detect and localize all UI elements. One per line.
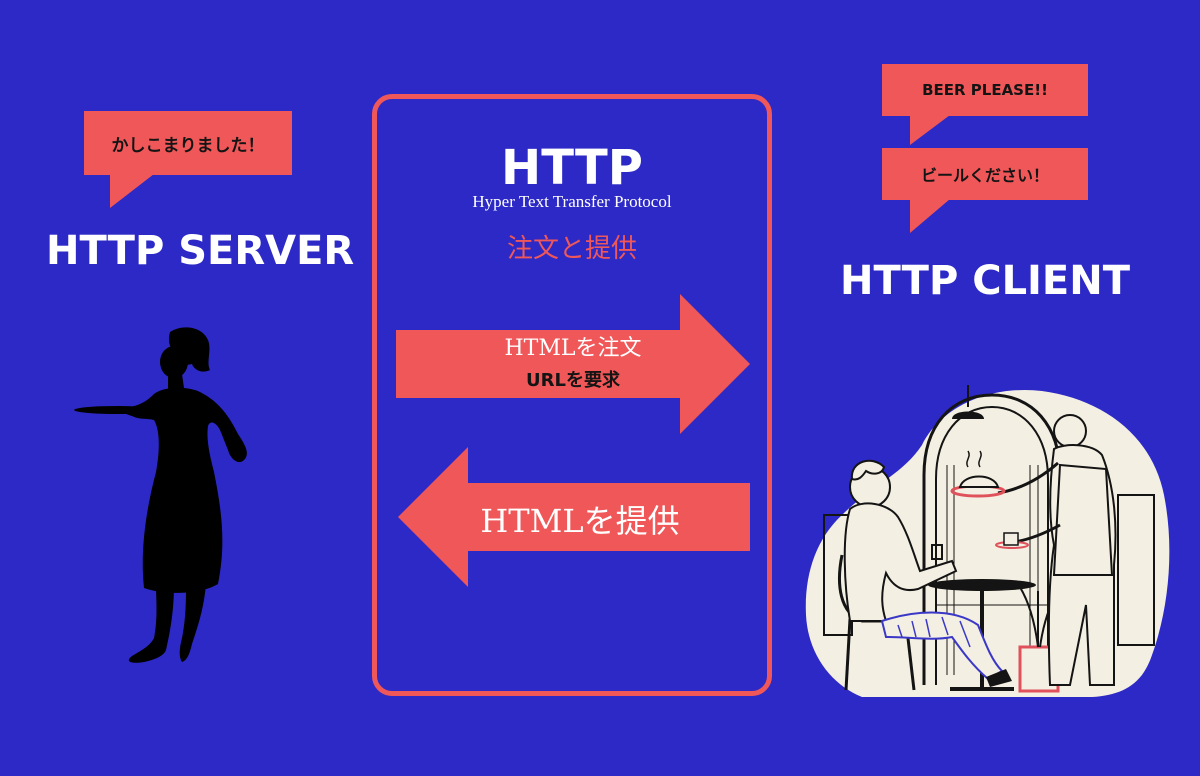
server-bubble-text: かしこまりました！ — [111, 135, 265, 156]
client-bubble-en-text: BEER PLEASE!! — [922, 81, 1048, 99]
request-arrow-icon — [396, 294, 750, 434]
waitress-silhouette-icon — [74, 327, 247, 663]
http-protocol-panel — [372, 94, 772, 696]
protocol-title: HTTP — [501, 140, 643, 196]
client-title: HTTP CLIENT — [840, 258, 1131, 304]
request-label-secondary: URLを要求 — [526, 370, 620, 391]
cafe-scene-illustration-icon — [805, 385, 1170, 697]
server-speech-bubble: かしこまりました！ — [84, 111, 292, 175]
response-label: HTMLを提供 — [480, 502, 680, 540]
client-bubble-ja-tail — [910, 199, 950, 233]
response-arrow-icon — [398, 447, 750, 587]
client-bubble-ja-text: ビールください！ — [920, 166, 1049, 185]
client-speech-bubble-en: BEER PLEASE!! — [882, 64, 1088, 116]
protocol-subtitle: Hyper Text Transfer Protocol — [472, 192, 672, 211]
server-bubble-tail — [110, 174, 154, 208]
protocol-caption: 注文と提供 — [506, 234, 637, 264]
request-label-primary: HTMLを注文 — [504, 336, 642, 361]
client-speech-bubble-ja: ビールください！ — [882, 148, 1088, 200]
server-title: HTTP SERVER — [46, 228, 355, 274]
client-bubble-en-tail — [910, 115, 950, 145]
